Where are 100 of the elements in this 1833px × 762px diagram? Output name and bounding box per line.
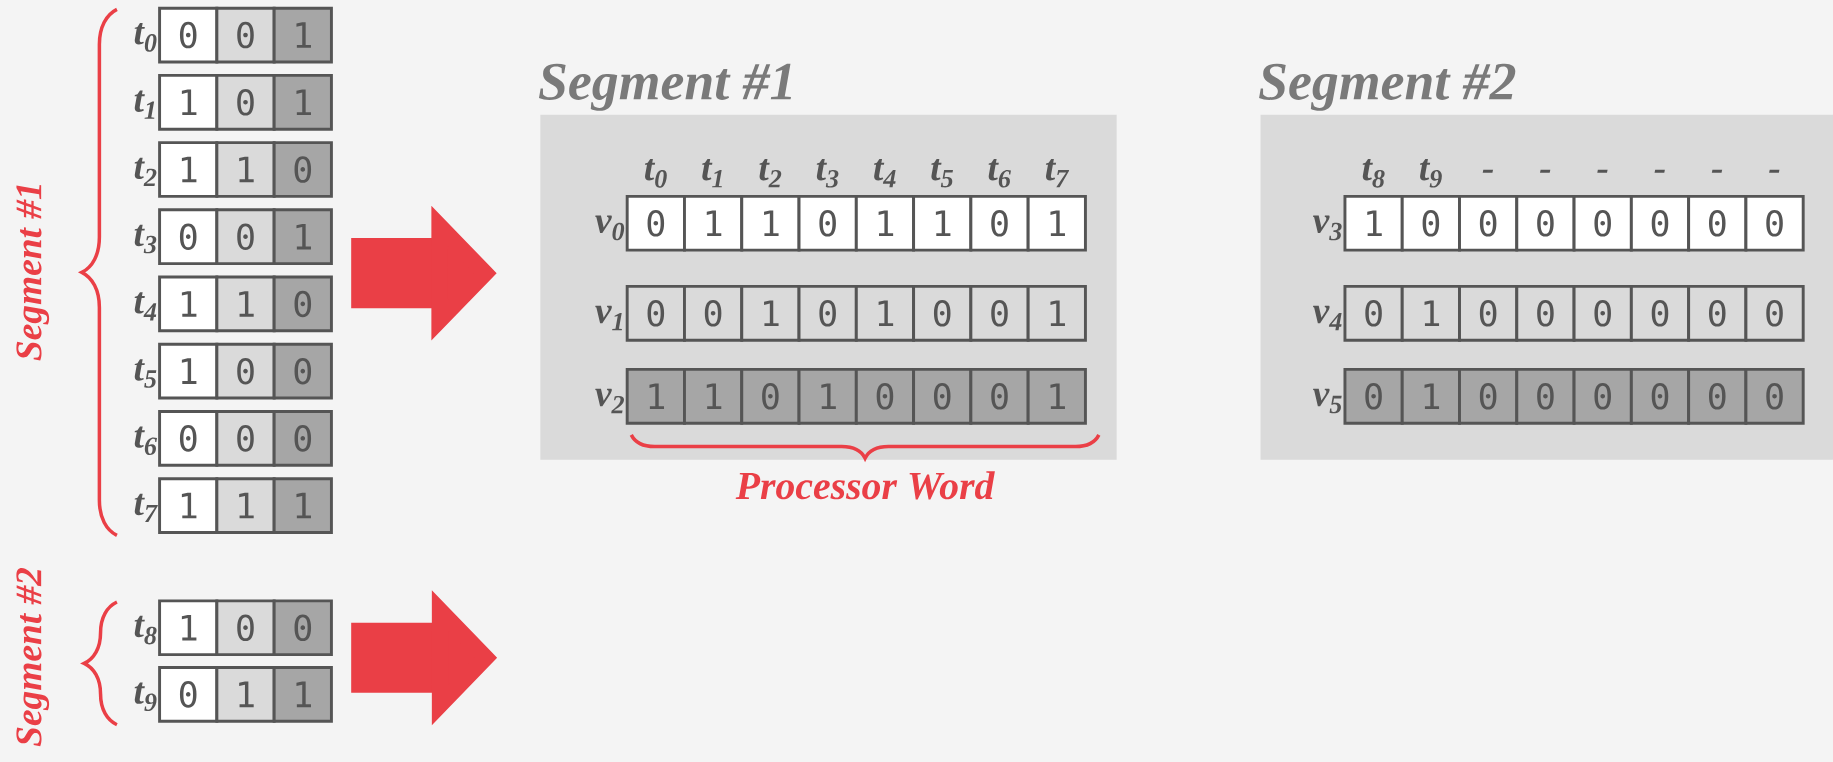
bit-cell: 0: [912, 284, 973, 342]
bit-cell: 1: [158, 342, 219, 400]
bit-cell: 0: [683, 284, 744, 342]
column-label: t$_{6}$: [988, 158, 1011, 188]
bit-cell: 0: [969, 194, 1030, 252]
brace-label: Processor Word: [735, 471, 995, 500]
row-label: t$_{1}$: [134, 90, 155, 119]
bit-cell: 1: [158, 477, 219, 534]
bit-cell: 1: [272, 208, 333, 265]
bit-cell: 0: [969, 367, 1030, 425]
bit-cell: 1: [1026, 194, 1087, 252]
bit-cell: 0: [158, 665, 219, 723]
bit-cell: 0: [272, 275, 333, 333]
bit-cell: 1: [215, 477, 276, 534]
bit-cell: 0: [1458, 284, 1519, 342]
bit-cell: 1: [625, 367, 686, 425]
bit-cell: 0: [215, 342, 276, 400]
bit-cell: 0: [797, 194, 858, 252]
bit-cell: 0: [625, 284, 686, 342]
bit-cell: 0: [1515, 194, 1576, 252]
bit-cell: 0: [1629, 194, 1691, 252]
bit-cell: 0: [854, 367, 916, 425]
row-label: v$_{3}$: [1313, 215, 1342, 241]
bit-cell: 1: [1026, 284, 1087, 342]
bit-cell: 0: [215, 599, 276, 656]
bit-cell: 0: [215, 73, 276, 131]
row-label: t$_{5}$: [134, 359, 157, 388]
column-label: t$_{9}$: [1419, 158, 1442, 188]
column-label: t$_{7}$: [1045, 158, 1070, 188]
row-label: v$_{2}$: [595, 388, 624, 414]
bit-cell: 0: [158, 409, 219, 467]
panel-title: Segment #1: [538, 63, 791, 111]
bit-cell: 1: [215, 141, 276, 198]
column-label: -: [1654, 169, 1665, 173]
bit-cell: 1: [683, 367, 744, 425]
row-label: t$_{3}$: [134, 224, 157, 254]
row-label: t$_{4}$: [134, 292, 157, 321]
bit-cell: 0: [1458, 367, 1519, 425]
bit-cell: 1: [158, 275, 219, 333]
panel-title: Segment #2: [1259, 63, 1516, 111]
bit-cell: 0: [625, 194, 686, 252]
bit-cell: 1: [740, 194, 801, 252]
column-label: t$_{3}$: [816, 158, 839, 188]
bit-cell: 1: [854, 194, 916, 252]
bit-cell: 0: [272, 409, 333, 467]
bit-cell: 1: [215, 665, 276, 723]
bit-cell: 0: [1744, 194, 1805, 252]
bit-cell: 1: [912, 194, 973, 252]
bit-cell: 0: [1687, 367, 1748, 425]
column-label: t$_{8}$: [1362, 158, 1385, 188]
column-label: -: [1482, 169, 1494, 173]
row-label: t$_{2}$: [134, 157, 157, 186]
bit-cell: 0: [1400, 194, 1461, 252]
bit-cell: 0: [1343, 367, 1404, 425]
bit-cell: 0: [215, 6, 276, 64]
bit-cell: 0: [1687, 284, 1748, 342]
bit-cell: 1: [1343, 194, 1404, 252]
bit-cell: 1: [158, 599, 219, 656]
bit-cell: 1: [272, 665, 333, 723]
bit-cell: 1: [158, 73, 219, 131]
bit-cell: 0: [912, 367, 973, 425]
column-label: t$_{4}$: [874, 158, 896, 188]
row-label: t$_{7}$: [134, 493, 158, 522]
row-label: t$_{6}$: [134, 426, 157, 455]
bit-cell: 0: [215, 409, 276, 467]
bit-cell: 1: [272, 73, 333, 131]
column-label: -: [1711, 169, 1723, 173]
bit-cell: 0: [1572, 194, 1633, 252]
bit-cell: 0: [272, 599, 333, 656]
bit-cell: 0: [1572, 284, 1633, 342]
bit-cell: 1: [854, 284, 916, 342]
bit-cell: 0: [158, 6, 219, 64]
column-label: t$_{5}$: [931, 158, 953, 188]
bit-cell: 1: [1400, 284, 1461, 342]
bit-cell: 0: [1572, 367, 1633, 425]
bit-cell: 1: [272, 6, 333, 64]
row-label: t$_{0}$: [134, 23, 157, 52]
row-label: v$_{1}$: [595, 305, 622, 331]
bit-cell: 0: [158, 208, 219, 265]
bit-cell: 0: [1629, 284, 1691, 342]
row-label: t$_{9}$: [134, 682, 157, 711]
bit-cell: 1: [272, 477, 333, 534]
bit-cell: 0: [1515, 367, 1576, 425]
bit-cell: 1: [797, 367, 858, 425]
bit-cell: 0: [1744, 367, 1805, 425]
bit-cell: 0: [1629, 367, 1691, 425]
bit-cell: 1: [740, 284, 801, 342]
bit-cell: 1: [215, 275, 276, 333]
column-label: -: [1769, 169, 1780, 173]
bit-cell: 1: [683, 194, 744, 252]
column-label: t$_{2}$: [759, 158, 782, 188]
bit-cell: 1: [158, 141, 219, 198]
bit-cell: 1: [1400, 367, 1461, 425]
bit-cell: 0: [1343, 284, 1404, 342]
bit-cell: 0: [272, 141, 333, 198]
bit-cell: 0: [1744, 284, 1805, 342]
bit-cell: 0: [740, 367, 801, 425]
column-label: -: [1540, 169, 1551, 173]
row-label: v$_{4}$: [1313, 305, 1342, 331]
bit-cell: 0: [1458, 194, 1519, 252]
